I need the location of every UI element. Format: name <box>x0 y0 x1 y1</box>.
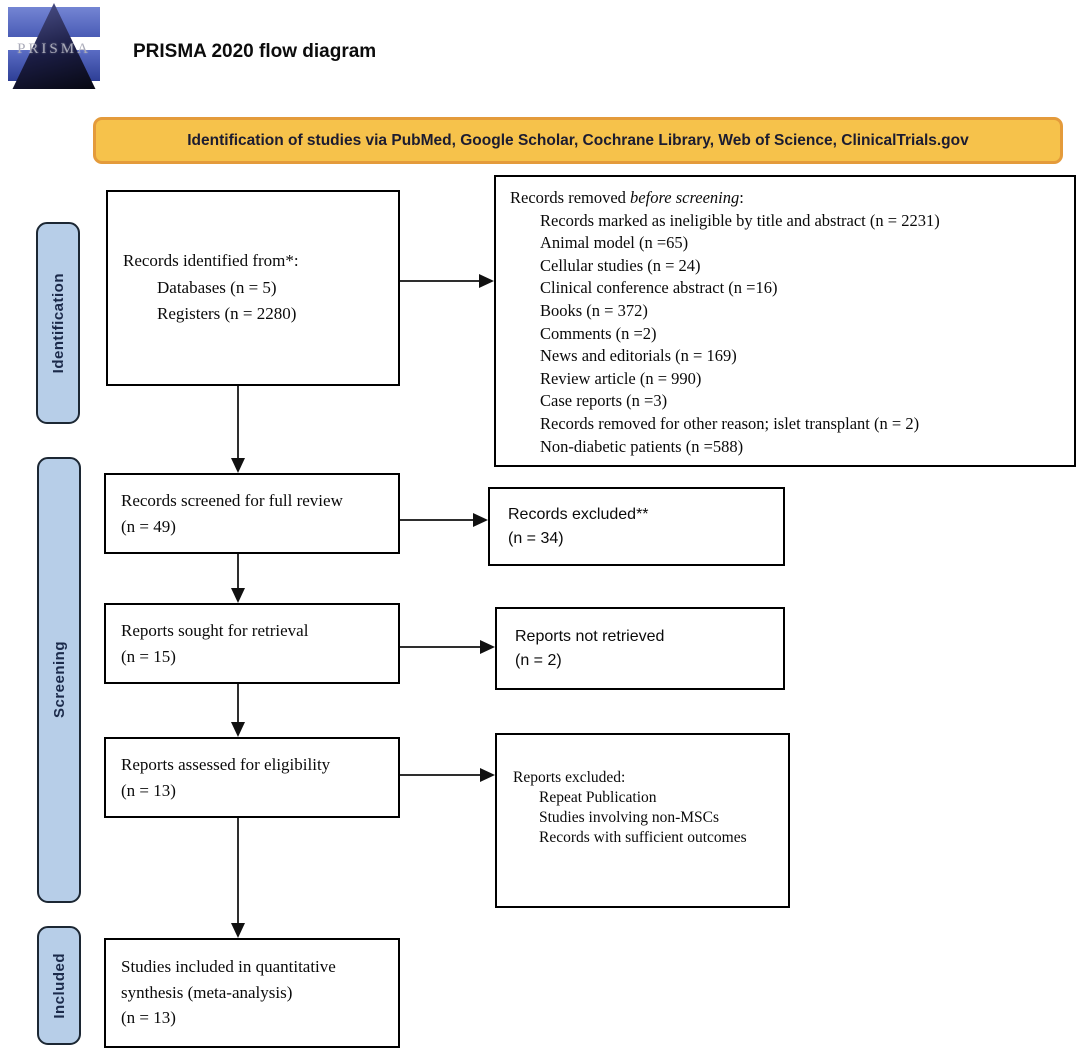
box-records-removed: Records removed before screening: Record… <box>494 175 1076 467</box>
box-records-excluded: Records excluded** (n = 34) <box>488 487 785 566</box>
list-item: Cellular studies (n = 24) <box>540 255 701 275</box>
box-records-screened: Records screened for full review (n = 49… <box>104 473 400 554</box>
arrow-screened-to-sought <box>237 554 239 601</box>
arrow-assessed-to-excluded <box>400 774 493 776</box>
identification-banner: Identification of studies via PubMed, Go… <box>93 117 1063 164</box>
list-item: Case reports (n =3) <box>540 391 668 411</box>
box-studies-included: Studies included in quantitative synthes… <box>104 938 400 1048</box>
list-item: Non-diabetic patients (n =588) <box>540 436 744 456</box>
list-item: Databases (n = 5) <box>157 277 277 297</box>
box-reports-assessed: Reports assessed for eligibility (n = 13… <box>104 737 400 818</box>
list-item: Review article (n = 990) <box>540 368 702 388</box>
arrow-screened-to-excluded <box>400 519 486 521</box>
list-item: Records with sufficient outcomes <box>539 829 747 846</box>
list-item: Clinical conference abstract (n =16) <box>540 278 778 298</box>
logo-text: PRISMA <box>17 40 91 57</box>
stage-label-included: Included <box>37 926 81 1045</box>
page-title: PRISMA 2020 flow diagram <box>133 41 377 62</box>
records-removed-heading: Records removed before screening: <box>510 188 744 207</box>
list-item: News and editorials (n = 169) <box>540 346 737 366</box>
banner-text: Identification of studies via PubMed, Go… <box>187 131 969 149</box>
list-item: Repeat Publication <box>539 789 657 806</box>
list-item: Registers (n = 2280) <box>157 304 297 324</box>
stage-label-identification: Identification <box>36 222 80 424</box>
arrow-identified-to-screened <box>237 386 239 471</box>
list-item: Books (n = 372) <box>540 300 648 320</box>
arrow-identified-to-removed <box>400 280 492 282</box>
box-records-identified: Records identified from*: Databases (n =… <box>106 190 400 386</box>
arrow-assessed-to-included <box>237 818 239 936</box>
list-item: Records marked as ineligible by title an… <box>540 210 940 230</box>
arrow-sought-to-assessed <box>237 684 239 735</box>
stage-label-screening: Screening <box>37 457 81 903</box>
arrow-sought-to-not-retrieved <box>400 646 493 648</box>
list-item: Animal model (n =65) <box>540 233 689 253</box>
box-reports-excluded: Reports excluded: Repeat Publication Stu… <box>495 733 790 908</box>
prisma-logo: PRISMA <box>8 3 100 89</box>
list-item: Comments (n =2) <box>540 323 657 343</box>
box-reports-not-retrieved: Reports not retrieved (n = 2) <box>495 607 785 690</box>
list-item: Records removed for other reason; islet … <box>540 413 920 433</box>
list-item: Studies involving non-MSCs <box>539 809 719 826</box>
box-reports-sought: Reports sought for retrieval (n = 15) <box>104 603 400 684</box>
